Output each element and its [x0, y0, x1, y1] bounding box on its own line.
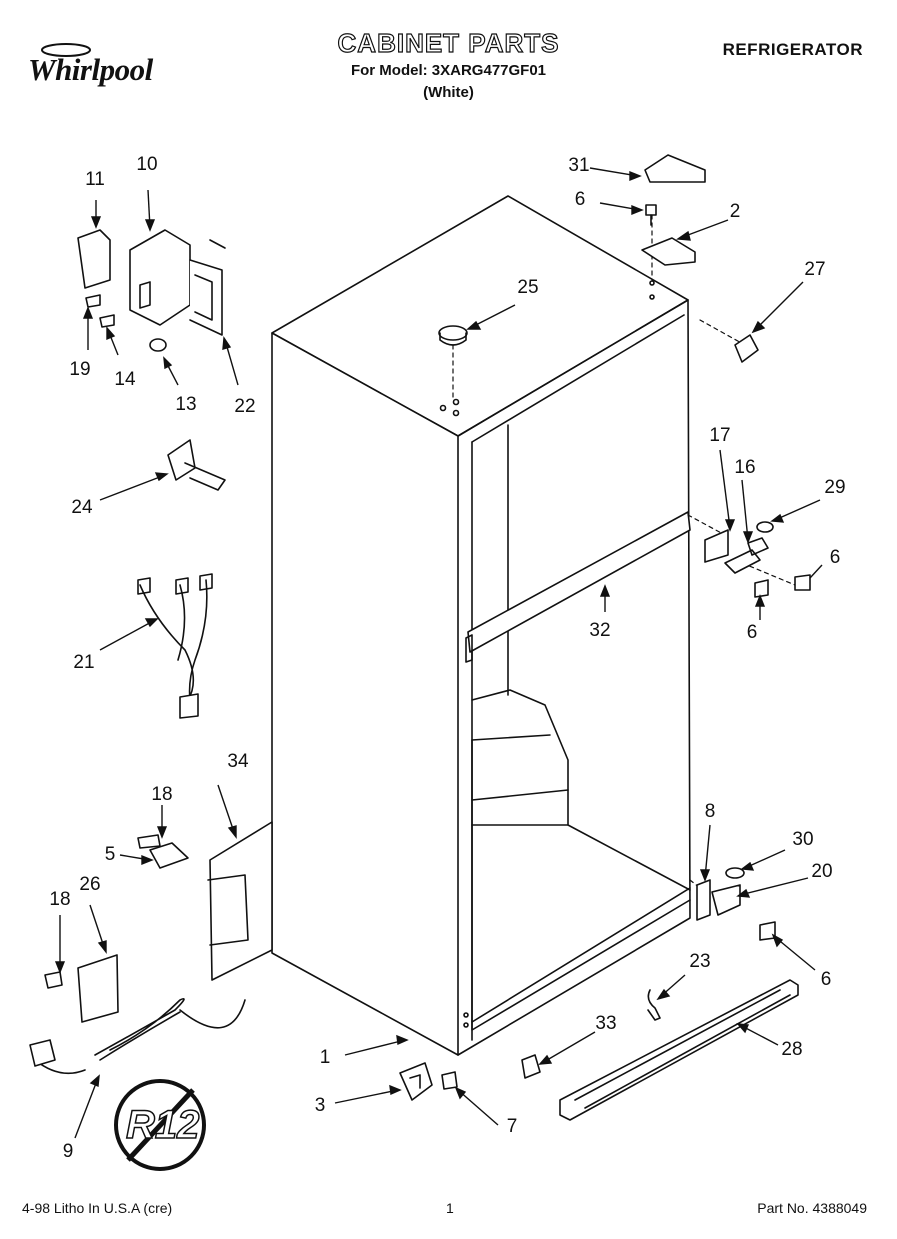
footer-page-number: 1: [446, 1200, 454, 1216]
callout-6: 6: [746, 622, 758, 643]
callout-29: 29: [824, 477, 846, 498]
callout-7: 7: [506, 1116, 518, 1137]
callout-2: 2: [729, 201, 741, 222]
callout-18: 18: [49, 889, 71, 910]
footer-part-number: Part No. 4388049: [757, 1200, 867, 1216]
brand-swoosh-icon: [41, 43, 91, 57]
brand-name: Whirlpool: [28, 52, 153, 87]
callout-24: 24: [71, 497, 93, 518]
callout-14: 14: [114, 369, 136, 390]
callout-11: 11: [85, 169, 105, 190]
callout-6: 6: [829, 547, 841, 568]
callout-16: 16: [734, 457, 756, 478]
variant-line: (White): [423, 84, 474, 101]
cabinet-body: [271, 195, 691, 1056]
callout-17: 17: [709, 425, 731, 446]
callout-32: 32: [589, 620, 611, 641]
r12-symbol-icon: [114, 1079, 206, 1171]
page-title: CABINET PARTS: [337, 27, 560, 58]
callout-1: 1: [319, 1047, 331, 1068]
callout-28: 28: [781, 1039, 803, 1060]
callout-8: 8: [704, 801, 716, 822]
callout-26: 26: [79, 874, 101, 895]
callout-21: 21: [73, 652, 95, 673]
callout-31: 31: [568, 155, 590, 176]
callout-19: 19: [69, 359, 91, 380]
brand-logo: Whirlpool: [28, 43, 153, 88]
callout-27: 27: [804, 259, 826, 280]
callout-22: 22: [234, 396, 256, 417]
callout-13: 13: [175, 394, 197, 415]
callout-5: 5: [104, 844, 116, 865]
callout-6: 6: [820, 969, 832, 990]
callout-18: 18: [151, 784, 173, 805]
product-type: REFRIGERATOR: [722, 40, 863, 59]
callout-33: 33: [595, 1013, 617, 1034]
footer-print-info: 4-98 Litho In U.S.A (cre): [22, 1200, 173, 1216]
r12-symbol-text: R12: [125, 1102, 200, 1148]
callout-10: 10: [136, 154, 158, 175]
callout-6: 6: [574, 189, 586, 210]
model-line: For Model: 3XARG477GF01: [350, 62, 547, 79]
callout-30: 30: [792, 829, 814, 850]
callout-20: 20: [811, 861, 833, 882]
callout-3: 3: [314, 1095, 326, 1116]
callout-23: 23: [689, 951, 711, 972]
callout-25: 25: [517, 277, 539, 298]
callout-34: 34: [227, 751, 249, 772]
callout-9: 9: [62, 1141, 74, 1162]
